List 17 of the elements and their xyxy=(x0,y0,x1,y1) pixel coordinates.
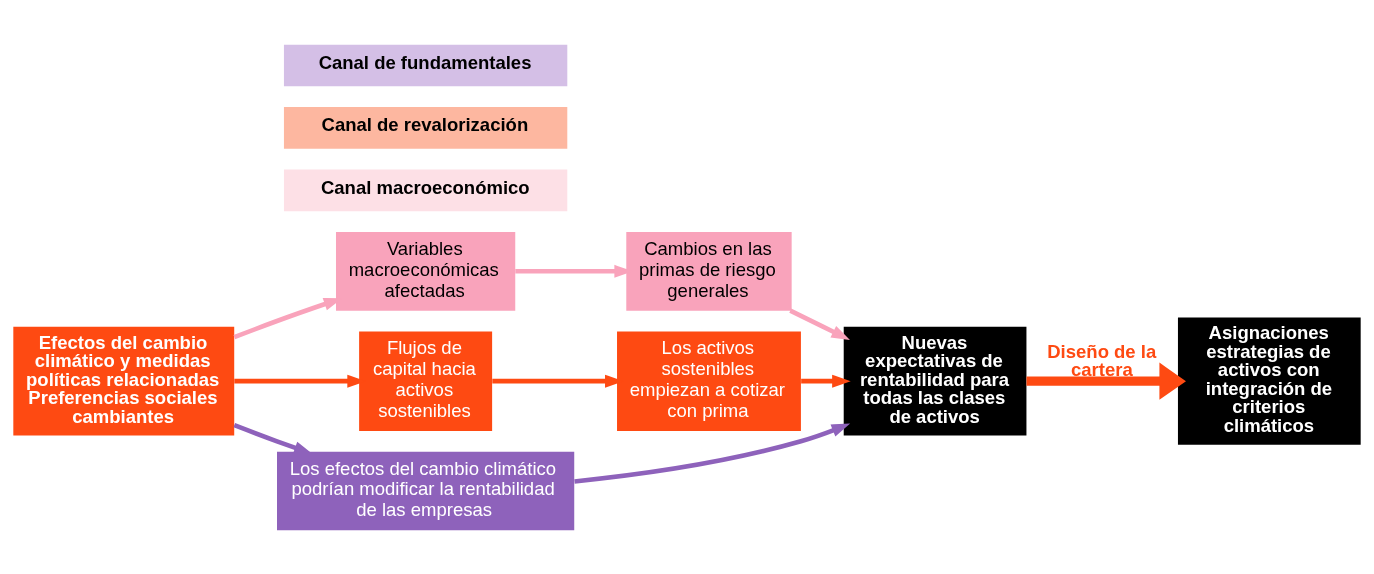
arrow xyxy=(789,308,850,340)
arrow xyxy=(801,374,851,388)
node-box: Efectos del cambio climático y medidas políticas relacionadas Preferencias sociales cambiantes xyxy=(13,326,235,436)
node-box: Flujos de capital hacia activos sostenibles xyxy=(359,330,493,431)
node-box: Nuevas expectativas de rentabilidad para todas las clases de activos xyxy=(843,326,1027,436)
node-box: Los efectos del cambio climático podrían modificar la rentabilidad de las empresas xyxy=(277,451,575,530)
node-box: Los activos sostenibles empiezan a cotizar con prima xyxy=(617,330,801,431)
node-box: Canal macroeconómico xyxy=(283,169,568,211)
node-box: Canal de fundamentales xyxy=(283,44,568,86)
node-box: Asignaciones estrategias de activos con integración de criterios climáticos xyxy=(1177,317,1361,445)
arrow xyxy=(233,422,313,454)
arrow xyxy=(1026,362,1186,400)
node-box: Variables macroeconómicas afectadas xyxy=(336,231,516,311)
edge-label: Diseño de la cartera xyxy=(1047,340,1157,380)
node-box: Canal de revalorización xyxy=(283,106,568,149)
arrow xyxy=(574,423,851,484)
node-box: Cambios en las primas de riesgo generales xyxy=(626,231,792,311)
